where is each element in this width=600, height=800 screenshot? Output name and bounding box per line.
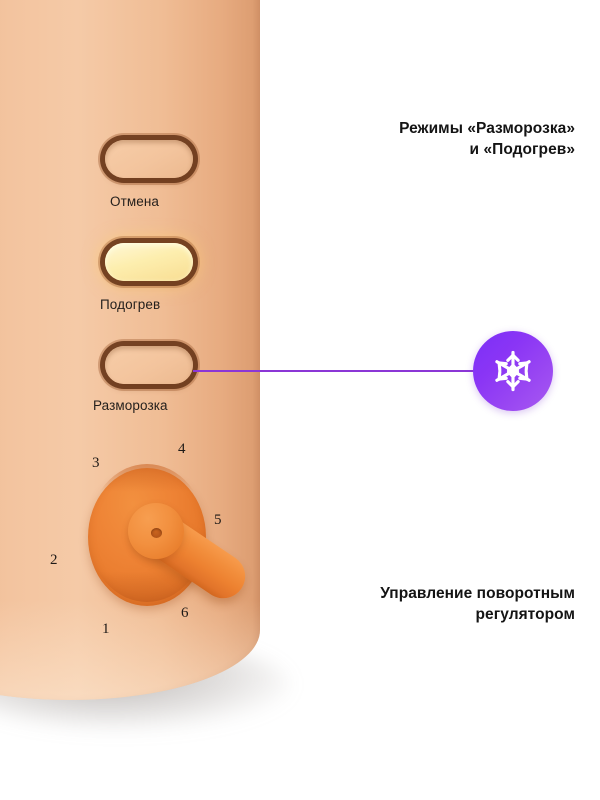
- dial-number-4: 4: [178, 441, 186, 457]
- dial-number-3: 3: [92, 455, 100, 471]
- callout-dial-line1: Управление поворотным: [380, 585, 575, 602]
- dial-number-6: 6: [181, 605, 189, 621]
- dial-number-5: 5: [214, 512, 222, 528]
- button-cancel-pill[interactable]: [105, 140, 193, 178]
- button-reheat-label: Подогрев: [100, 297, 161, 312]
- callout-modes-line1: Режимы «Разморозка»: [399, 120, 575, 137]
- callout-modes-line2: и «Подогрев»: [469, 141, 575, 159]
- callout-dial-caption: Управление поворотным регулятором: [270, 583, 575, 626]
- callout-connector-line: [193, 370, 478, 372]
- dial-number-2: 2: [50, 552, 58, 568]
- snowflake-icon: [491, 349, 535, 393]
- button-reheat-pill[interactable]: [105, 243, 193, 281]
- dial-number-1: 1: [102, 621, 110, 637]
- button-defrost-label: Разморозка: [93, 398, 168, 413]
- callout-dial-line2: регулятором: [475, 606, 575, 624]
- button-cancel-label: Отмена: [110, 194, 160, 209]
- browning-level-dial[interactable]: [84, 462, 259, 612]
- dial-pivot-dot: [151, 528, 162, 538]
- callout-modes-caption: Режимы «Разморозка» и «Подогрев»: [270, 118, 575, 161]
- button-defrost-pill[interactable]: [105, 346, 193, 384]
- snowflake-badge[interactable]: [473, 331, 553, 411]
